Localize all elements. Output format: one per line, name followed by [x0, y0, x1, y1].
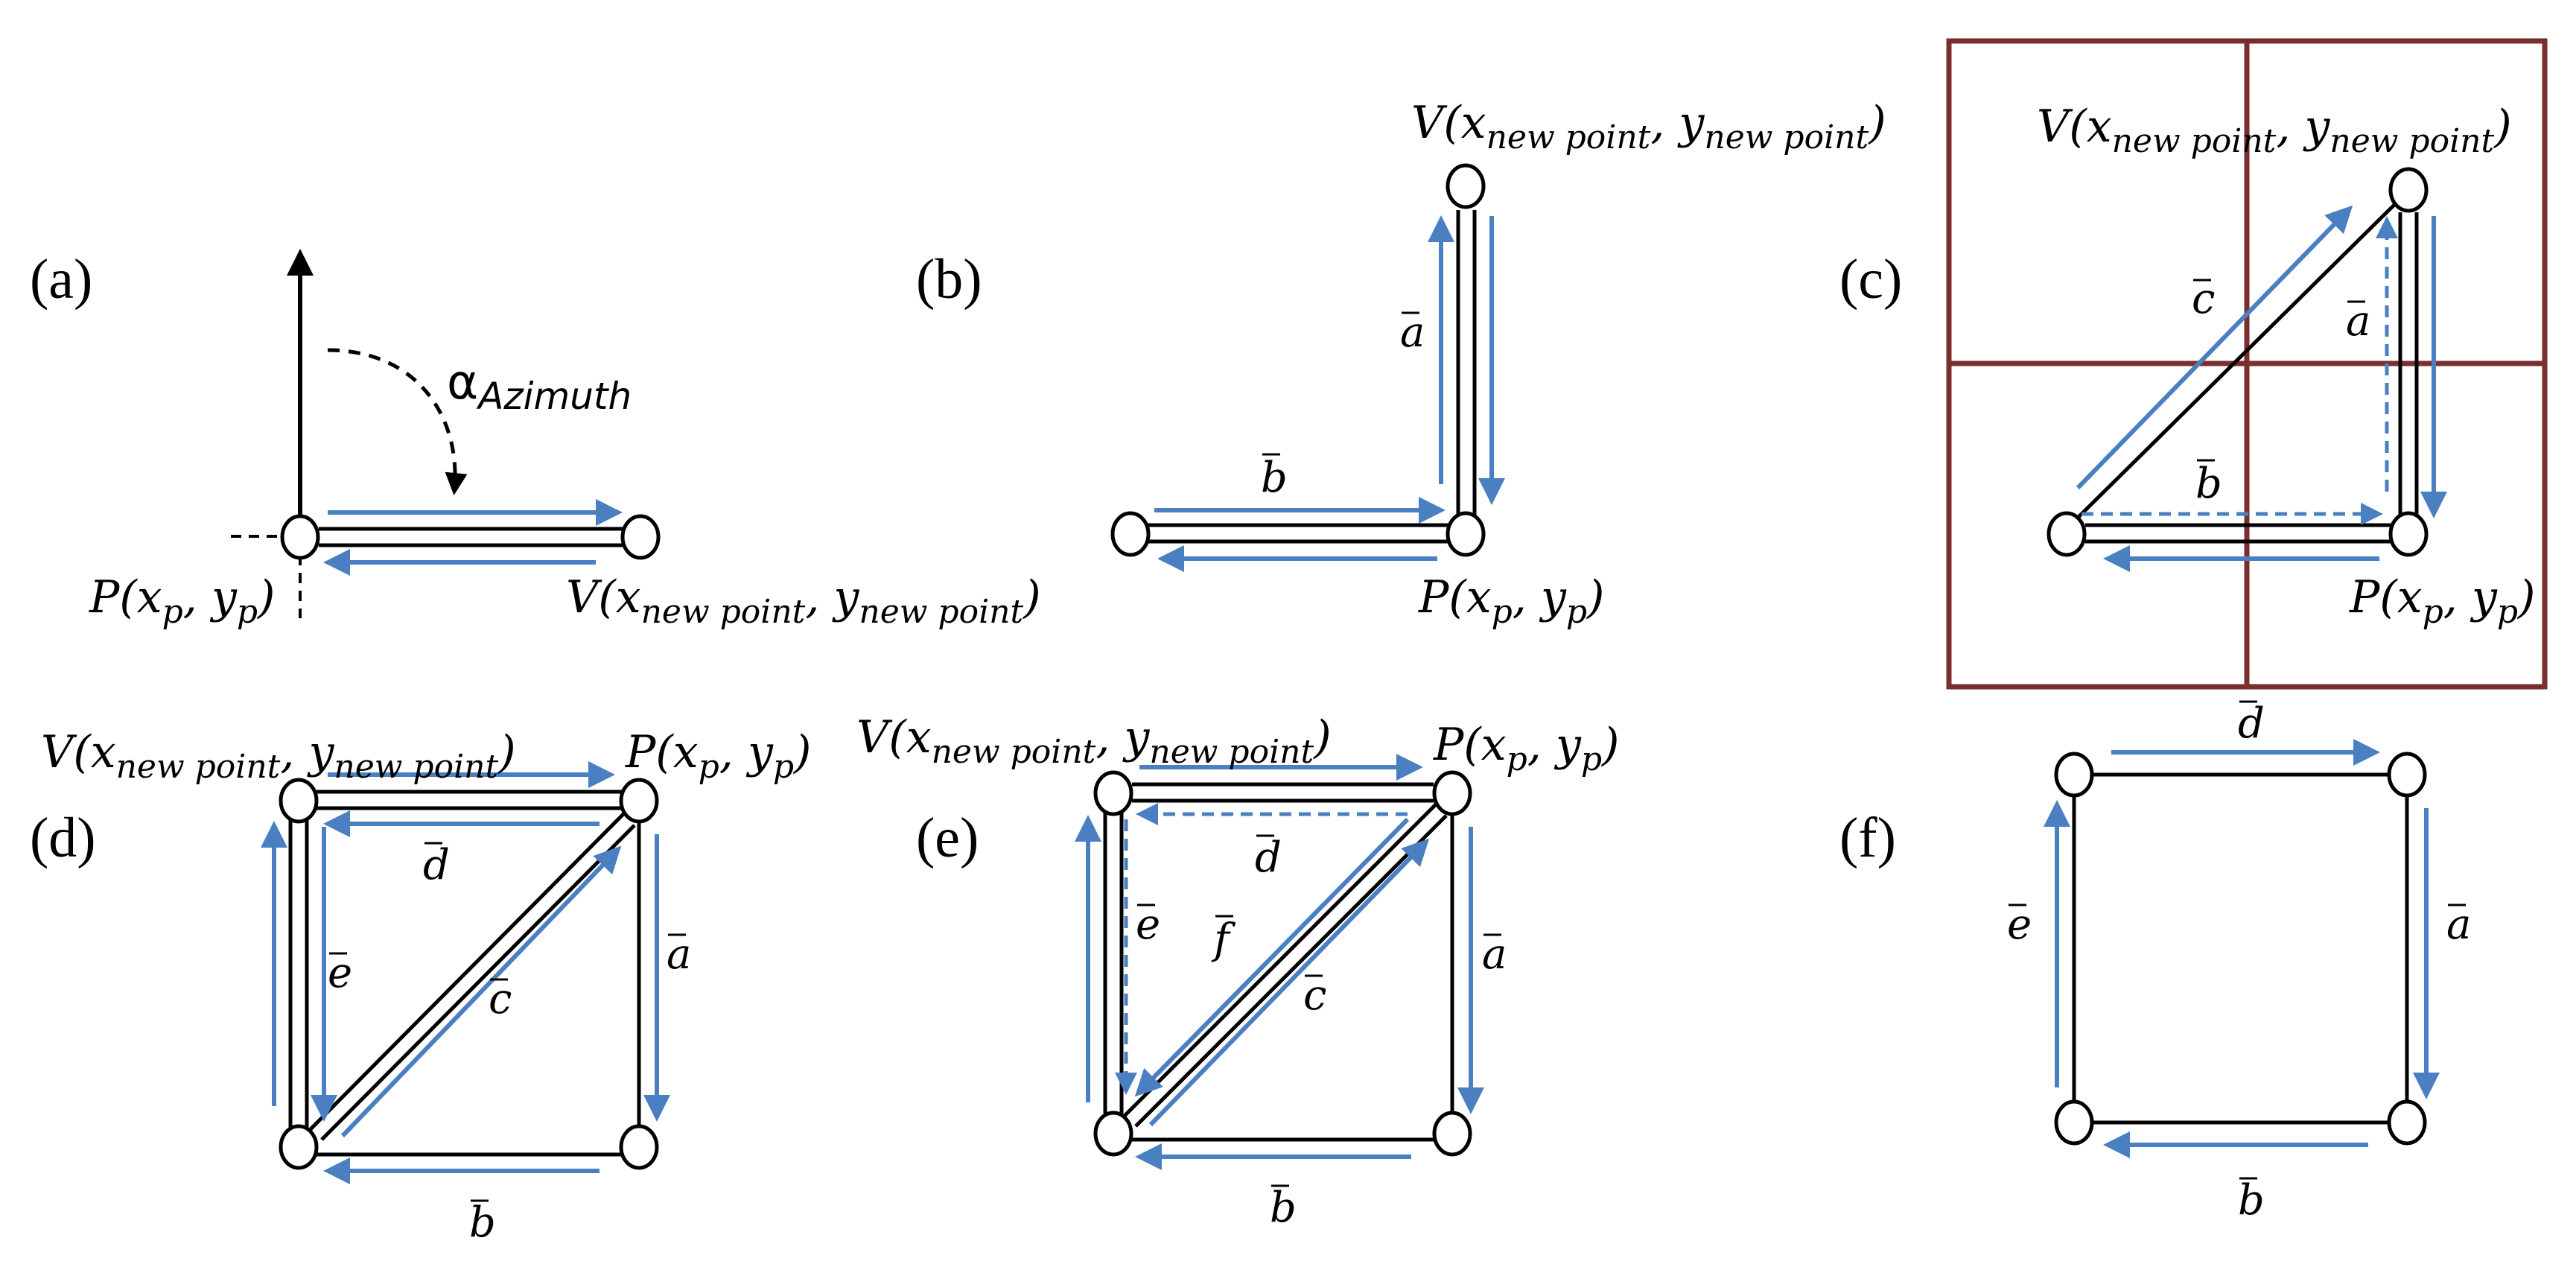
arrow-c-diagonal [2076, 205, 2353, 490]
edge-c-diagonal-1 [308, 810, 627, 1132]
vector-d-label: d [423, 841, 450, 889]
panel-f-label: (f) [1839, 807, 1896, 869]
edge-c-diagonal [2076, 203, 2396, 519]
vector-a-label: a [1482, 930, 1507, 979]
node-start [2047, 511, 2087, 557]
vector-f-label: f [1211, 915, 1236, 964]
node-top-left [2054, 752, 2094, 798]
node-p [1432, 770, 1472, 816]
panel-a: (a) αAzimuth P(xp, yp) V(xnew point, yne… [30, 248, 1041, 631]
vector-b-label: b [469, 1198, 496, 1247]
vector-d-label: d [1255, 833, 1282, 882]
p-point-label: P(xp, yp) [625, 726, 811, 786]
v-point-label: V(xnew point, ynew point) [856, 711, 1332, 771]
node-bottom-right [619, 1124, 659, 1170]
node-bottom-right [2387, 1099, 2427, 1146]
node-v [2388, 167, 2429, 213]
vector-a-label: a [667, 930, 691, 979]
node-top-right [2387, 752, 2427, 798]
vector-c-label: c [2192, 275, 2215, 323]
node-bottom-left [2054, 1099, 2094, 1146]
vector-c-label: c [489, 975, 512, 1023]
node-v [1446, 163, 1486, 209]
edge-c-diagonal-1 [1122, 801, 1439, 1119]
v-point-label: V(xnew point, ynew point) [566, 571, 1041, 631]
node-bottom-right [1432, 1111, 1472, 1157]
edge-c-diagonal-2 [320, 824, 636, 1141]
node-start [1110, 511, 1151, 557]
node-p [280, 514, 320, 560]
vector-a-label: a [2346, 297, 2370, 346]
node-bottom-left [1093, 1111, 1133, 1157]
azimuth-arc-arrow [327, 348, 468, 495]
vector-e-label: e [1136, 901, 1160, 949]
node-p [2388, 511, 2429, 557]
node-p [619, 778, 659, 824]
panel-d: (d) d e c a b V(xnew point, yne [30, 726, 811, 1247]
vector-b-label: b [2238, 1176, 2265, 1225]
p-point-label: P(xp, yp) [2349, 571, 2535, 631]
arrow-c-diagonal [340, 845, 622, 1138]
panel-c-label: (c) [1839, 248, 1902, 311]
edge-c-diagonal-2 [1134, 814, 1448, 1128]
azimuth-label: αAzimuth [447, 355, 632, 418]
node-v [620, 514, 661, 560]
vector-c-label: c [1303, 971, 1326, 1020]
node-bottom-left [279, 1124, 319, 1170]
panel-b: (b) a b V(xnew point, ynew point) P(xp, … [916, 97, 1886, 631]
vector-d-label: d [2238, 699, 2265, 748]
vector-b-label: b [2195, 460, 2222, 508]
panel-d-label: (d) [30, 807, 96, 869]
v-point-label: V(xnew point, ynew point) [1411, 97, 1886, 156]
node-p [1446, 511, 1486, 557]
p-point-label: P(xp, yp) [1418, 571, 1604, 631]
vector-a-label: a [2446, 901, 2471, 949]
p-point-label: P(xp, yp) [1433, 719, 1619, 778]
arrow-f-diagonal [1134, 817, 1410, 1097]
panel-e: (e) d e f c a b [856, 711, 1619, 1232]
panel-e-label: (e) [916, 807, 979, 869]
node-v [279, 778, 319, 824]
p-point-label: P(xp, yp) [89, 571, 275, 631]
panel-b-label: (b) [916, 248, 982, 311]
arrow-c-diagonal [1148, 838, 1430, 1127]
vector-e-label: e [2007, 901, 2032, 949]
vector-e-label: e [328, 949, 352, 997]
panel-a-label: (a) [30, 248, 92, 311]
vector-b-label: b [1270, 1184, 1297, 1232]
vector-b-label: b [1261, 454, 1288, 502]
panel-c: (c) c a b V(xnew point, ynew point) P(xp… [1839, 38, 2548, 690]
v-point-label: V(xnew point, ynew point) [2037, 101, 2512, 160]
panel-f: (f) d e a b [1839, 699, 2471, 1225]
vector-a-label: a [1400, 308, 1425, 357]
node-v [1093, 770, 1133, 816]
v-point-label: V(xnew point, ynew point) [41, 726, 516, 786]
